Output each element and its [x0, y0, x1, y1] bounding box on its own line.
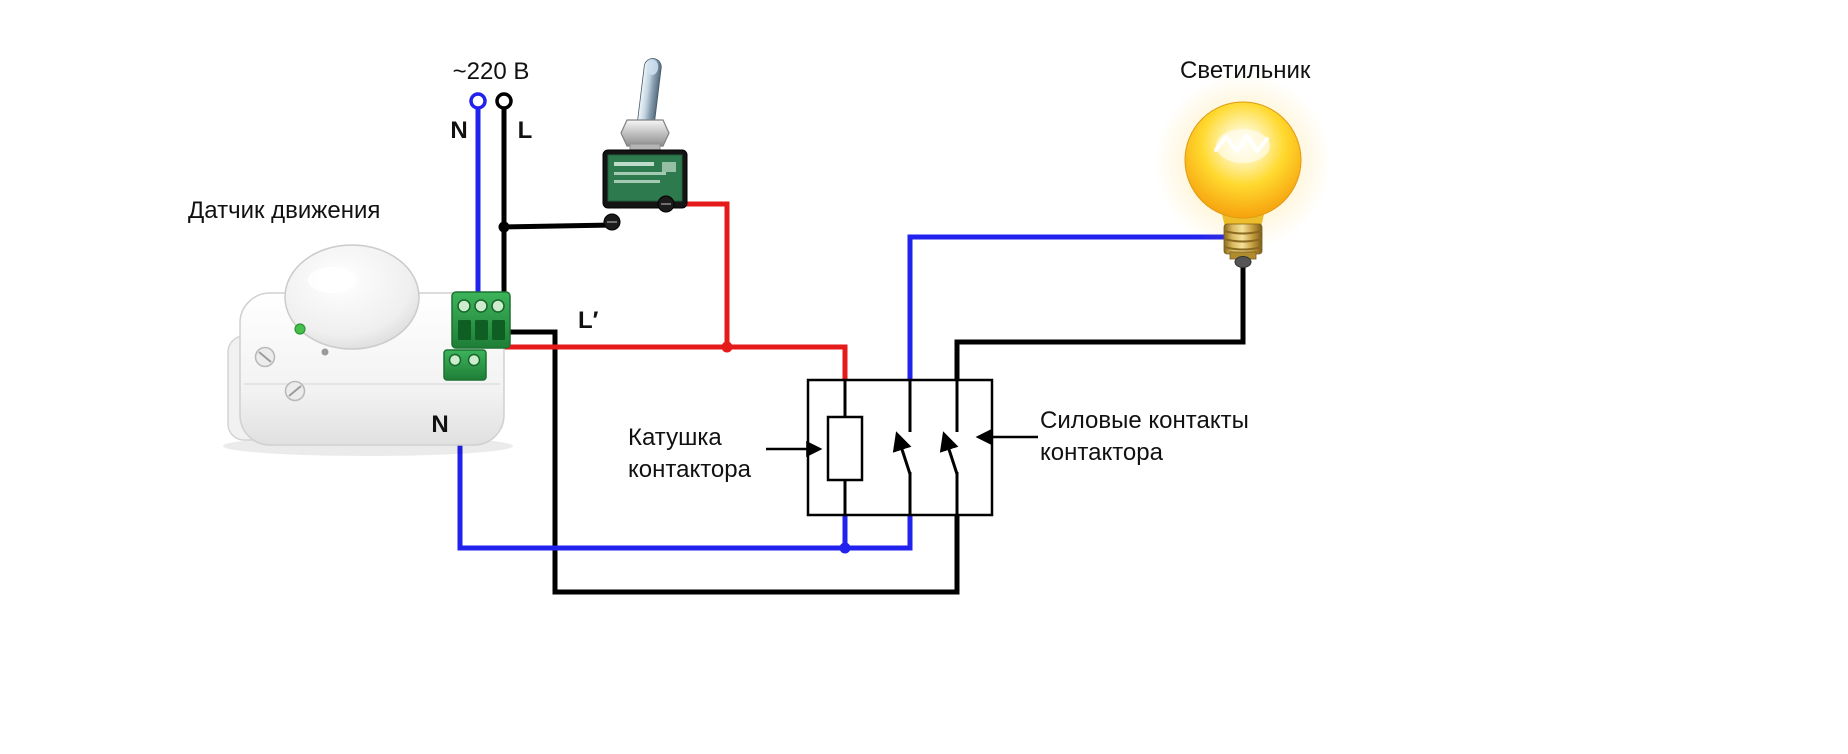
switch-plate-mark — [662, 162, 676, 172]
terminal-screw-e — [467, 353, 481, 367]
terminal-screw-c — [491, 299, 505, 313]
junction-neutral-coil — [839, 542, 851, 554]
sensor-knob-2-slot — [288, 385, 302, 397]
sensor-dome-highlight — [308, 267, 356, 293]
terminal-hole-c — [492, 320, 505, 340]
bulb-neck — [1220, 206, 1266, 227]
switched-phase-from-switch — [664, 201, 730, 350]
switch-hex-nut — [620, 119, 670, 147]
power-contact-2 — [939, 380, 959, 515]
contactor — [806, 378, 994, 517]
bulb-contact-tip — [1234, 256, 1252, 268]
power-source-terminals — [469, 92, 513, 110]
neutral-terminal — [469, 92, 487, 110]
phase-terminal — [495, 92, 513, 110]
switch-label-plate — [607, 154, 683, 202]
switched-phase-to-coil — [497, 344, 848, 385]
terminal-hole-b — [475, 320, 488, 340]
toggle-switch — [602, 58, 688, 231]
switch-plate-text-line-1 — [614, 162, 654, 166]
source-voltage-label: ~220 В — [453, 58, 530, 85]
contacts-label-line1: Силовые контакты — [1040, 407, 1249, 434]
switch-plate-text-line-2 — [614, 172, 666, 175]
bulb-base-ridge-2 — [1223, 238, 1263, 243]
neutral-wire-to-lamp — [907, 234, 1229, 383]
neutral-mid-label: N — [431, 411, 448, 438]
junction-switched-phase — [721, 341, 733, 353]
terminal-screw-b — [474, 299, 488, 313]
lamp-label: Светильник — [1180, 57, 1311, 84]
switched-phase-label: L′ — [578, 307, 599, 334]
motion-sensor-label: Датчик движения — [188, 197, 380, 224]
motion-sensor — [223, 244, 513, 456]
sensor-led — [294, 323, 306, 335]
bulb-base-ridge-3 — [1223, 246, 1263, 251]
terminal-n-label: N — [450, 117, 467, 144]
terminal-hole-a — [458, 320, 471, 340]
power-contact-1 — [892, 380, 912, 515]
bulb-base-ridge-1 — [1223, 230, 1263, 235]
bulb-hotspot — [1216, 129, 1270, 163]
wires — [457, 105, 1246, 595]
sensor-terminal-block-bottom — [443, 349, 487, 381]
switch-plate-text-line-3 — [614, 180, 660, 183]
contacts-label-line2: контактора — [1040, 439, 1164, 466]
terminal-l-label: L — [518, 117, 533, 144]
neutral-wire-bottom — [457, 349, 913, 551]
sensor-dome — [284, 244, 420, 350]
contact-2-blade — [939, 431, 959, 475]
contactor-coil — [826, 415, 864, 482]
sensor-knob-1-slot — [258, 351, 272, 363]
coil-label-line2: контактора — [628, 456, 752, 483]
switch-lever-tip — [647, 59, 659, 75]
phase-wire-branch-to-switch — [501, 222, 614, 230]
junction-phase-switch-branch — [498, 221, 510, 233]
coil-label-line1: Катушка — [628, 424, 722, 451]
bulb-filament — [1214, 134, 1269, 153]
terminal-screw-a — [457, 299, 471, 313]
contact-1-blade — [892, 431, 912, 475]
sensor-hole — [321, 348, 329, 356]
light-bulb — [1155, 74, 1331, 268]
terminal-screw-d — [448, 353, 462, 367]
lamp-return-wire — [954, 257, 1246, 383]
phase-tap-to-power-contact — [497, 329, 960, 595]
